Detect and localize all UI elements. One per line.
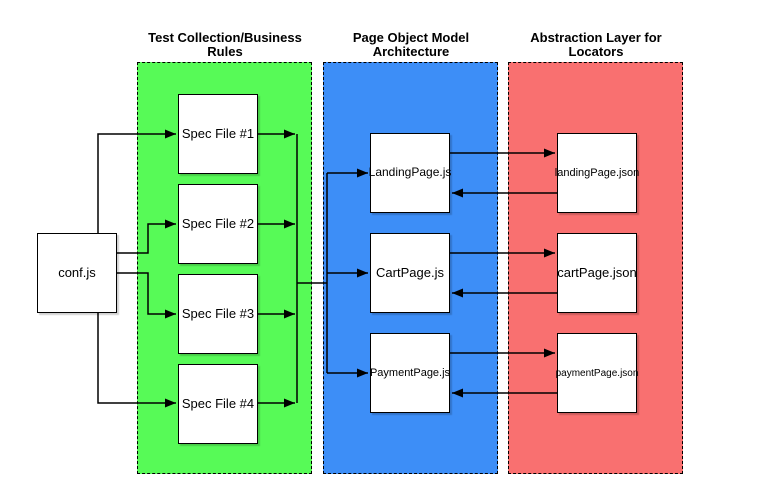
node-spec-file-1: Spec File #1 <box>178 94 258 174</box>
node-spec-file-4: Spec File #4 <box>178 364 258 444</box>
node-payment-page-js: PaymentPage.js <box>370 333 450 413</box>
node-label: PaymentPage.js <box>369 366 451 379</box>
node-conf-js: conf.js <box>37 233 117 313</box>
group-title-test-collection: Test Collection/Business Rules <box>148 30 302 59</box>
node-label: cartPage.json <box>557 264 637 280</box>
node-label: Spec File #2 <box>181 215 255 231</box>
node-label: Spec File #4 <box>181 395 255 411</box>
node-label: Spec File #1 <box>181 125 255 141</box>
node-landing-page-json: landingPage.json <box>554 133 640 213</box>
node-label: paymentPage.json <box>555 367 639 379</box>
node-cart-page-json: cartPage.json <box>557 233 637 313</box>
node-landing-page-js: LandingPage.js <box>368 133 452 213</box>
node-label: conf.js <box>58 264 96 280</box>
group-title-abstraction-layer: Abstraction Layer for Locators <box>530 30 662 59</box>
node-payment-page-json: paymentPage.json <box>555 333 639 413</box>
node-label: LandingPage.js <box>368 165 452 180</box>
node-label: Spec File #3 <box>181 305 255 321</box>
node-spec-file-2: Spec File #2 <box>178 184 258 264</box>
group-title-page-object-model: Page Object Model Architecture <box>352 30 470 59</box>
node-label: landingPage.json <box>554 166 640 179</box>
node-label: CartPage.js <box>376 264 444 280</box>
node-spec-file-3: Spec File #3 <box>178 274 258 354</box>
node-cart-page-js: CartPage.js <box>370 233 450 313</box>
